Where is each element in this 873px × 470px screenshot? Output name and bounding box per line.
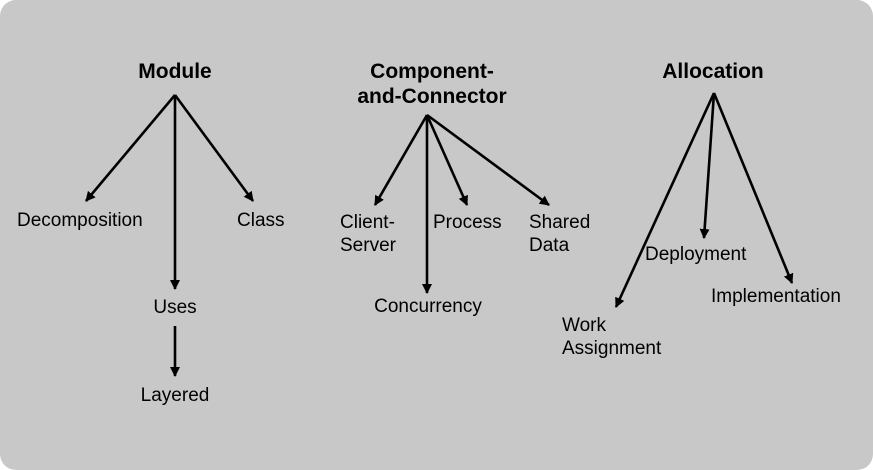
arrow-cnc-process [425,114,469,206]
node-shared-data: Shared Data [529,211,590,257]
client-server-line1: Client- [340,212,395,233]
arrow-module-decomposition [85,94,176,202]
node-uses: Uses [153,297,197,318]
cnc-title-line2: and-Connector [357,85,507,108]
arrow-module-class [173,94,255,202]
node-decomposition: Decomposition [17,210,143,231]
arrow-allocation-deployment [699,92,716,239]
shared-data-line2: Data [529,235,570,256]
shared-data-line1: Shared [529,212,591,233]
node-class: Class [237,210,285,231]
node-work-assignment: Work Assignment [562,314,661,360]
client-server-line2: Server [340,235,396,256]
module-title: Module [138,60,212,83]
arrow-cnc-shared-data [426,113,550,207]
node-concurrency: Concurrency [374,296,482,317]
cnc-title-line1: Component- [370,60,494,83]
cnc-title: Component- and-Connector [357,59,506,109]
work-assignment-line1: Work [562,315,606,336]
node-implementation: Implementation [711,286,841,307]
arrow-allocation-implementation [712,92,794,284]
node-layered: Layered [140,385,210,406]
node-client-server: Client- Server [340,211,396,257]
node-process: Process [433,212,502,233]
arrow-allocation-work-assignment [614,92,716,308]
allocation-title: Allocation [662,60,764,83]
work-assignment-line2: Assignment [562,338,662,359]
node-deployment: Deployment [645,244,747,265]
arrow-cnc-client-server [373,114,429,206]
